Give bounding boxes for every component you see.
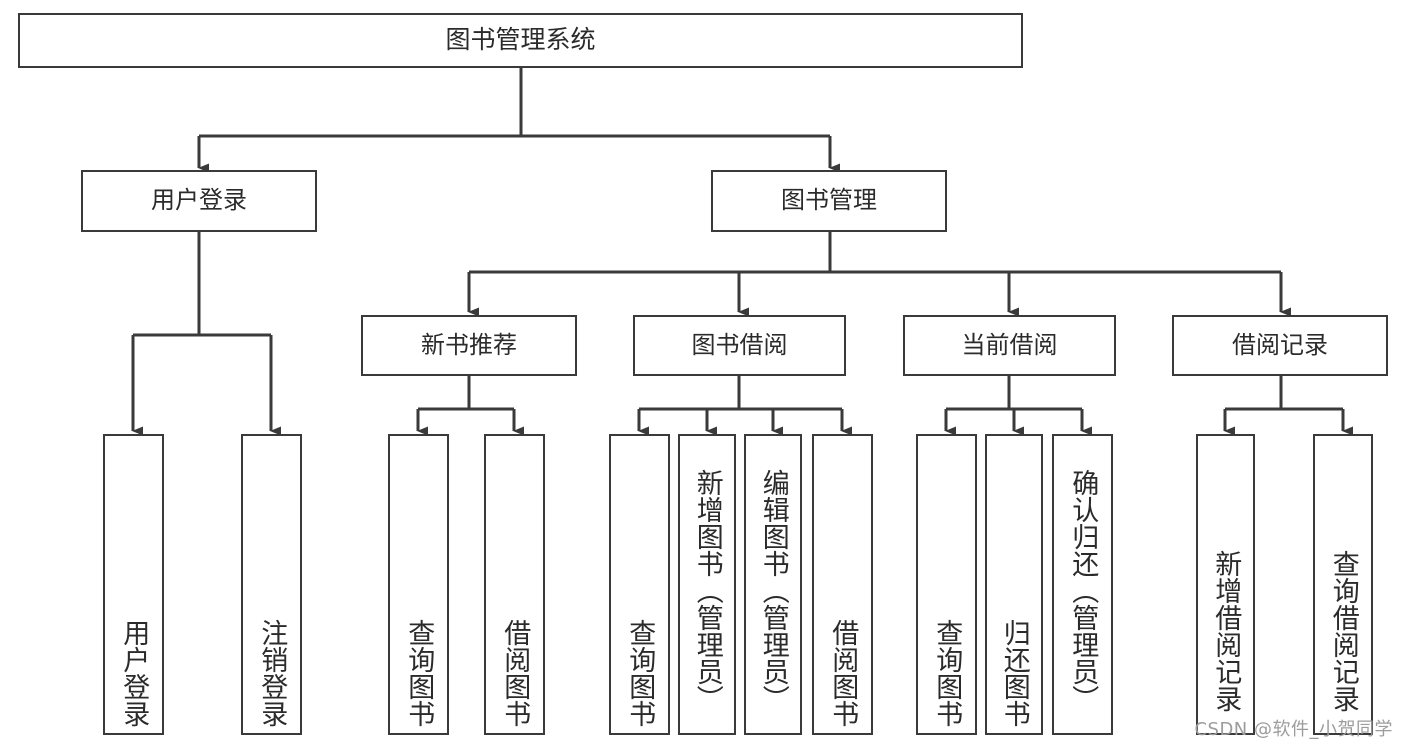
node-label: 图书管理系统 bbox=[445, 25, 596, 55]
node-leaf-edit-book-admin[interactable]: 编辑图书（管理员） bbox=[744, 434, 802, 735]
node-leaf-borrow-books-recommend[interactable]: 借阅图书 bbox=[484, 434, 545, 735]
node-leaf-add-borrow-record[interactable]: 新增借阅记录 bbox=[1196, 434, 1255, 735]
node-new-book-recommendation[interactable]: 新书推荐 bbox=[361, 315, 577, 376]
node-leaf-return-books[interactable]: 归还图书 bbox=[985, 434, 1043, 735]
node-label: 借阅图书 bbox=[499, 618, 531, 727]
node-label: 借阅图书 bbox=[827, 618, 859, 727]
node-leaf-search-books-current[interactable]: 查询图书 bbox=[916, 434, 977, 735]
node-leaf-search-borrow-record[interactable]: 查询借阅记录 bbox=[1313, 434, 1373, 735]
node-label: 查询图书 bbox=[931, 618, 963, 727]
node-leaf-search-books-recommend[interactable]: 查询图书 bbox=[388, 434, 449, 735]
node-leaf-add-book-admin[interactable]: 新增图书（管理员） bbox=[678, 434, 736, 735]
node-label: 归还图书 bbox=[998, 618, 1030, 727]
node-label: 查询图书 bbox=[624, 618, 656, 727]
node-label: 确认归还（管理员） bbox=[1067, 469, 1099, 712]
node-leaf-search-books-borrowing[interactable]: 查询图书 bbox=[609, 434, 670, 735]
node-leaf-logout[interactable]: 注销登录 bbox=[241, 434, 302, 735]
node-label: 用户登录 bbox=[151, 186, 247, 215]
node-label: 新增图书（管理员） bbox=[691, 469, 723, 712]
node-leaf-confirm-return-admin[interactable]: 确认归还（管理员） bbox=[1052, 434, 1113, 735]
node-borrowing-records[interactable]: 借阅记录 bbox=[1172, 315, 1388, 376]
node-label: 注销登录 bbox=[256, 618, 288, 727]
node-current-borrowing[interactable]: 当前借阅 bbox=[903, 315, 1116, 376]
node-book-management[interactable]: 图书管理 bbox=[711, 170, 947, 232]
node-label: 新增借阅记录 bbox=[1210, 549, 1242, 712]
node-leaf-borrow-books-borrowing[interactable]: 借阅图书 bbox=[812, 434, 873, 735]
node-leaf-user-login[interactable]: 用户登录 bbox=[103, 434, 164, 735]
node-user-login[interactable]: 用户登录 bbox=[81, 170, 317, 232]
node-label: 当前借阅 bbox=[961, 330, 1058, 359]
node-label: 图书借阅 bbox=[691, 330, 788, 359]
node-label: 新书推荐 bbox=[421, 330, 517, 359]
node-label: 编辑图书（管理员） bbox=[757, 469, 789, 712]
node-label: 借阅记录 bbox=[1232, 330, 1328, 359]
node-label: 图书管理 bbox=[781, 186, 877, 215]
watermark-text: CSDN @软件_小贺同学 bbox=[1194, 719, 1393, 740]
node-label: 查询借阅记录 bbox=[1327, 549, 1359, 712]
node-label: 查询图书 bbox=[403, 618, 435, 727]
node-root-book-management-system[interactable]: 图书管理系统 bbox=[18, 13, 1023, 68]
node-book-borrowing[interactable]: 图书借阅 bbox=[633, 315, 846, 376]
node-label: 用户登录 bbox=[118, 618, 150, 727]
